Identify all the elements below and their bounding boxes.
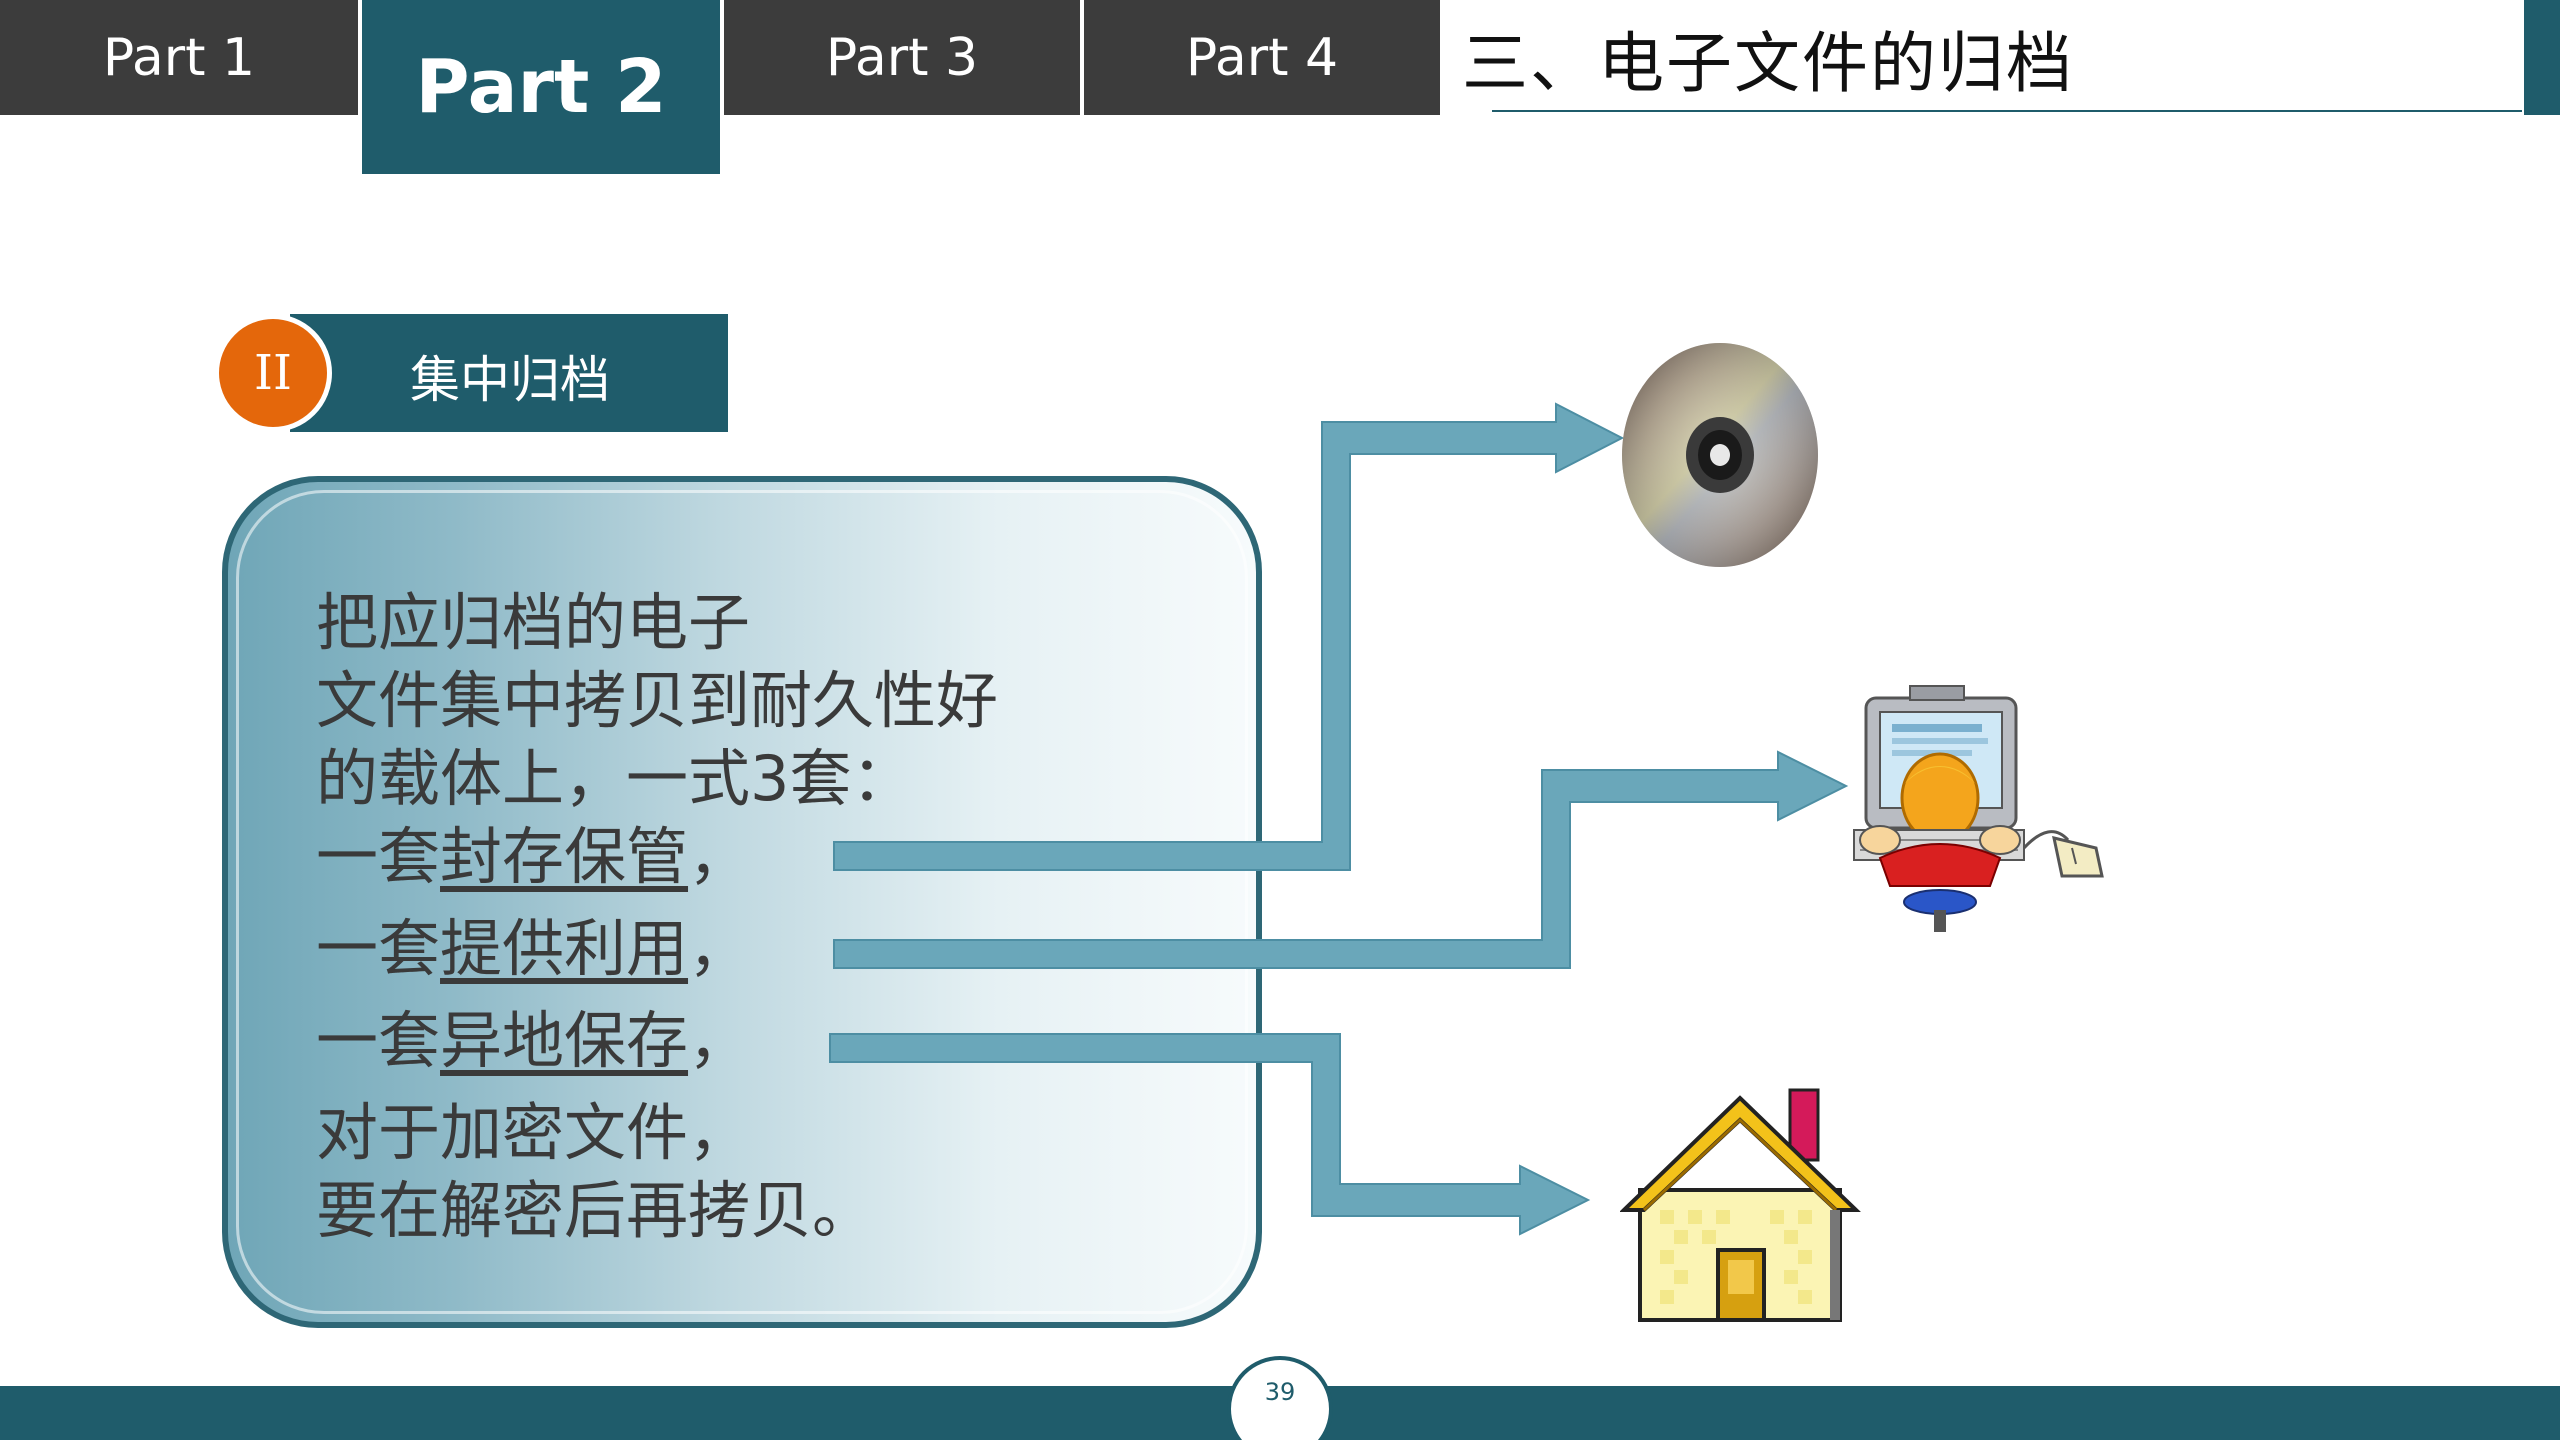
page-number-badge: 39	[1227, 1356, 1333, 1440]
computer-user-icon	[1853, 685, 2104, 932]
body-line-1: 把应归档的电子	[316, 586, 751, 659]
body-line-4-key: 封存保管	[440, 820, 689, 893]
tab-part-2[interactable]: Part 2	[362, 0, 720, 174]
body-line-7: 对于加密文件，	[316, 1096, 751, 1169]
body-line-5: 一套提供利用，	[316, 918, 750, 980]
body-line-6-prefix: 一套	[316, 1004, 441, 1077]
tab-part-3[interactable]: Part 3	[724, 0, 1080, 115]
body-line-4-prefix: 一套	[316, 820, 441, 893]
page-number: 39	[1264, 1378, 1296, 1406]
body-line-4-suffix: ，	[688, 820, 751, 893]
subtitle-bar	[290, 314, 728, 432]
tab-part-1[interactable]: Part 1	[0, 0, 358, 115]
subtitle-numeral-badge: II	[214, 314, 332, 432]
body-line-3: 的载体上，一式3套：	[316, 742, 914, 815]
subtitle-numeral: II	[254, 345, 292, 401]
body-line-2: 文件集中拷贝到耐久性好	[316, 664, 999, 737]
subtitle-label: 集中归档	[410, 351, 610, 409]
house-icon	[1620, 1088, 1861, 1322]
arrow-to-disc	[833, 402, 1625, 871]
body-line-6-key: 异地保存	[440, 1004, 689, 1077]
body-line-4: 一套封存保管，	[316, 826, 750, 888]
body-line-6: 一套异地保存，	[316, 1010, 750, 1072]
body-line-5-suffix: ，	[688, 912, 751, 985]
section-title: 三、电子文件的归档	[1462, 25, 2074, 102]
arrow-to-house	[829, 1033, 1591, 1236]
body-line-8: 要在解密后再拷贝。	[316, 1174, 875, 1247]
tab-part-4[interactable]: Part 4	[1084, 0, 1440, 115]
compact-disc-icon	[1622, 343, 1818, 567]
body-line-5-prefix: 一套	[316, 912, 441, 985]
right-edge-accent	[2524, 0, 2560, 115]
content-box	[222, 476, 1262, 1328]
body-line-5-key: 提供利用	[440, 912, 689, 985]
body-line-6-suffix: ，	[688, 1004, 751, 1077]
title-underline	[1492, 110, 2522, 112]
arrow-to-computer-user	[833, 750, 1849, 969]
